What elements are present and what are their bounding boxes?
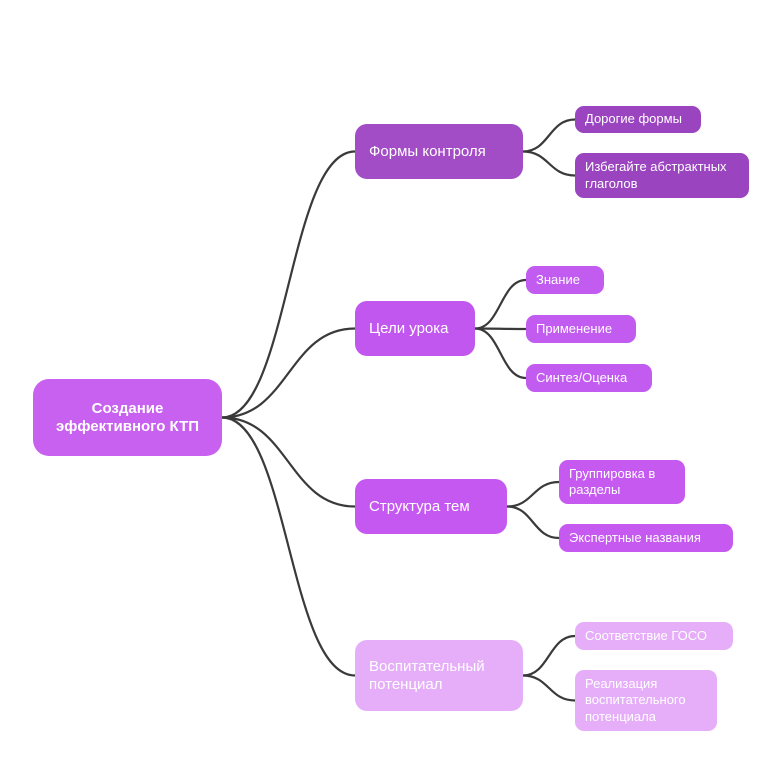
leaf-node-expensive-forms[interactable]: Дорогие формы bbox=[575, 106, 701, 133]
branch-node-topic-structure[interactable]: Структура тем bbox=[355, 479, 507, 534]
connector-root-to-branch bbox=[220, 327, 357, 419]
branch-node-control-forms[interactable]: Формы контроля bbox=[355, 124, 523, 179]
leaf-node-label: Экспертные названия bbox=[569, 529, 701, 545]
connector-branch-to-leaf bbox=[521, 150, 577, 177]
connector-root-to-branch bbox=[220, 416, 357, 677]
connector-branch-to-leaf bbox=[521, 634, 577, 677]
leaf-node-label: Знание bbox=[536, 271, 580, 287]
branch-node-lesson-goals[interactable]: Цели урока bbox=[355, 301, 475, 356]
leaf-node-label: Реализация воспитательного потенциала bbox=[585, 676, 686, 724]
leaf-node-label: Группировка в разделы bbox=[569, 465, 656, 497]
leaf-node-expert-names[interactable]: Экспертные названия bbox=[559, 524, 733, 552]
leaf-node-label: Применение bbox=[536, 320, 613, 336]
branch-node-label: Структура тем bbox=[369, 497, 470, 515]
connector-branch-to-leaf bbox=[521, 118, 577, 153]
leaf-node-label: Соответствие ГОСО bbox=[585, 627, 707, 643]
leaf-node-application[interactable]: Применение bbox=[526, 315, 636, 343]
connector-branch-to-leaf bbox=[473, 327, 528, 380]
leaf-node-grouping-sections[interactable]: Группировка в разделы bbox=[559, 460, 685, 504]
branch-node-label: Формы контроля bbox=[369, 142, 486, 160]
branch-node-educational-potential[interactable]: Воспитательный потенциал bbox=[355, 640, 523, 711]
root-node-label: Создание эффективного КТП bbox=[55, 399, 200, 435]
leaf-node-label: Дорогие формы bbox=[585, 111, 682, 127]
leaf-node-synthesis-evaluation[interactable]: Синтез/Оценка bbox=[526, 364, 652, 392]
connector-branch-to-leaf bbox=[505, 505, 561, 540]
branch-node-label: Воспитательный потенциал bbox=[369, 657, 485, 693]
leaf-node-implementation-potential[interactable]: Реализация воспитательного потенциала bbox=[575, 670, 717, 731]
connector-branch-to-leaf bbox=[473, 327, 528, 331]
connector-root-to-branch bbox=[220, 150, 357, 419]
leaf-node-avoid-abstract-verbs[interactable]: Избегайте абстрактных глаголов bbox=[575, 153, 749, 198]
connector-branch-to-leaf bbox=[473, 278, 528, 330]
leaf-node-standard-compliance[interactable]: Соответствие ГОСО bbox=[575, 622, 733, 650]
connector-root-to-branch bbox=[220, 416, 357, 508]
root-node[interactable]: Создание эффективного КТП bbox=[33, 379, 222, 456]
connector-branch-to-leaf bbox=[505, 480, 561, 508]
leaf-node-knowledge[interactable]: Знание bbox=[526, 266, 604, 294]
connector-branch-to-leaf bbox=[521, 674, 577, 702]
branch-node-label: Цели урока bbox=[369, 319, 449, 337]
leaf-node-label: Избегайте абстрактных глаголов bbox=[585, 159, 727, 191]
leaf-node-label: Синтез/Оценка bbox=[536, 369, 628, 385]
